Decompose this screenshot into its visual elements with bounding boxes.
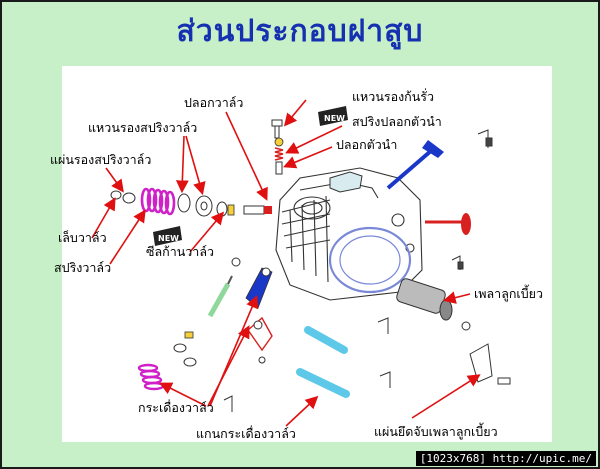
- label-rocker-arm: กระเดื่องวาล์ว: [138, 399, 214, 415]
- label-valve-spring-retainer: แหวนรองสปริงวาล์ว: [88, 120, 197, 135]
- intake-port-inner: [339, 235, 401, 285]
- exhaust-gasket: [329, 171, 363, 193]
- small-spring: [274, 147, 284, 161]
- new-badge-left: NEW: [153, 226, 182, 246]
- page-title: ส่วนประกอบฝาสูบ: [176, 14, 424, 49]
- intake-valve: [386, 140, 444, 190]
- label-guide-sleeve: ปลอกตัวนำ: [336, 137, 397, 152]
- svg-text:NEW: NEW: [158, 234, 179, 243]
- resolution-footer: [1023x768] http://upic.me/: [415, 451, 596, 466]
- label-rocker-shaft-plug: ปลอกวาล์ว: [184, 95, 243, 110]
- camshaft-holder-plate: [469, 343, 511, 385]
- label-valve-cotter: เล็บวาล์ว: [58, 230, 107, 245]
- rocker-shaft-1: [304, 326, 348, 354]
- new-badge-top: NEW: [318, 106, 348, 126]
- valve-spring-part: [140, 187, 176, 216]
- bracket-marks: [223, 129, 493, 412]
- camshaft-part: [396, 278, 471, 331]
- rocker-shaft-2: [296, 368, 350, 398]
- label-intake-valve-spring: สปริงปลอกตัวนำ: [352, 114, 442, 129]
- guide-sleeve-part: [275, 161, 283, 175]
- valve-stem-seal-part: [227, 204, 272, 216]
- intake-port-gasket: [328, 226, 412, 294]
- green-pushrod: [207, 275, 233, 318]
- label-valve-spring: สปริงวาล์ว: [54, 260, 111, 275]
- valve-cotter-parts: [110, 190, 136, 204]
- top-bolt: [271, 119, 283, 139]
- exhaust-valve: [425, 213, 471, 235]
- label-camshaft-holder: แผ่นยึดจับเพลาลูกเบี้ยว: [374, 422, 498, 440]
- yellow-ring: [184, 331, 194, 339]
- label-rocker-shaft: แกนกระเดื่องวาล์ว: [196, 425, 296, 441]
- lower-rocker-arm: [247, 316, 273, 364]
- cylinder-head: [275, 167, 423, 301]
- svg-text:NEW: NEW: [324, 114, 345, 123]
- upper-rocker-arm: [231, 257, 273, 309]
- leader-arrows: [91, 99, 481, 427]
- lower-spring: [137, 363, 165, 391]
- lower-washers: [173, 343, 197, 367]
- spring-retainers: [177, 193, 228, 217]
- label-valve-spring-seat: แผ่นรองสปริงวาล์ว: [50, 152, 151, 167]
- label-camshaft: เพลาลูกเบี้ยว: [474, 284, 543, 302]
- label-valve-stem-seal-2: ซีลก้านวาล์ว: [146, 244, 214, 259]
- washer-ring: [274, 137, 284, 147]
- label-valve-stem-seal: แหวนรองก้นรั่ว: [352, 88, 434, 104]
